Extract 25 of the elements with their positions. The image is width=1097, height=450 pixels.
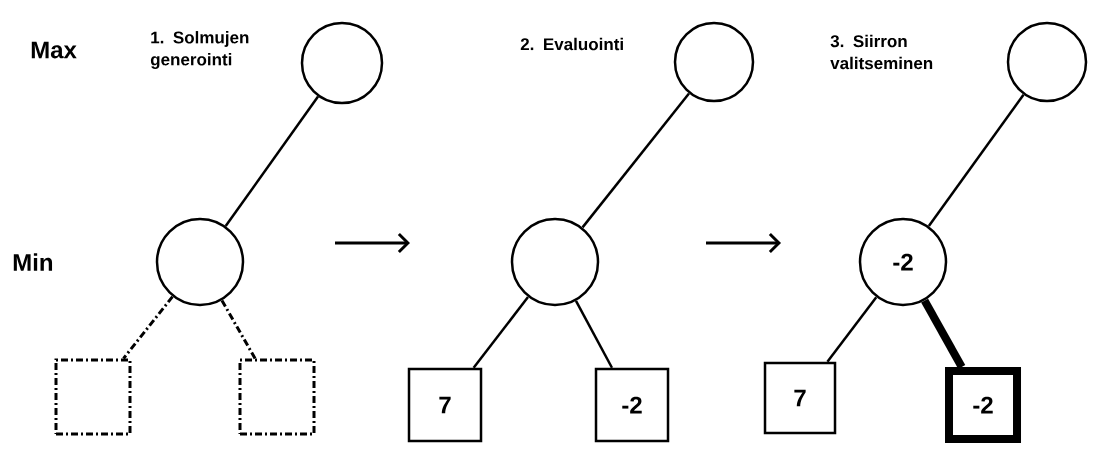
tree-edge bbox=[826, 296, 878, 363]
tree-edge bbox=[122, 295, 174, 360]
tree-edge bbox=[224, 95, 320, 227]
leaf-box: 7 bbox=[763, 361, 837, 435]
tree-edge bbox=[574, 300, 614, 369]
tree-node-circle bbox=[673, 21, 755, 103]
tree-edge bbox=[921, 298, 966, 369]
tree-node-circle bbox=[300, 21, 384, 105]
leaf-box: -2 bbox=[594, 367, 670, 443]
level-label: Min bbox=[13, 253, 53, 271]
leaf-box bbox=[54, 358, 132, 436]
tree-edge bbox=[220, 299, 257, 360]
leaf-box: -2 bbox=[945, 367, 1021, 443]
tree-node-circle bbox=[1006, 21, 1088, 103]
step-title: 3. Siirron valitseminen bbox=[830, 34, 933, 70]
tree-edge bbox=[472, 296, 529, 369]
level-label: Max bbox=[31, 41, 77, 59]
tree-edge bbox=[581, 92, 690, 229]
tree-node-circle bbox=[510, 217, 600, 307]
step-title: 1. Solmujen generointi bbox=[150, 31, 249, 69]
tree-node-circle bbox=[155, 217, 245, 307]
step-title: 2. Evaluointi bbox=[520, 37, 623, 51]
leaf-box bbox=[238, 358, 316, 436]
tree-edge bbox=[927, 93, 1025, 227]
leaf-box: 7 bbox=[407, 367, 483, 443]
